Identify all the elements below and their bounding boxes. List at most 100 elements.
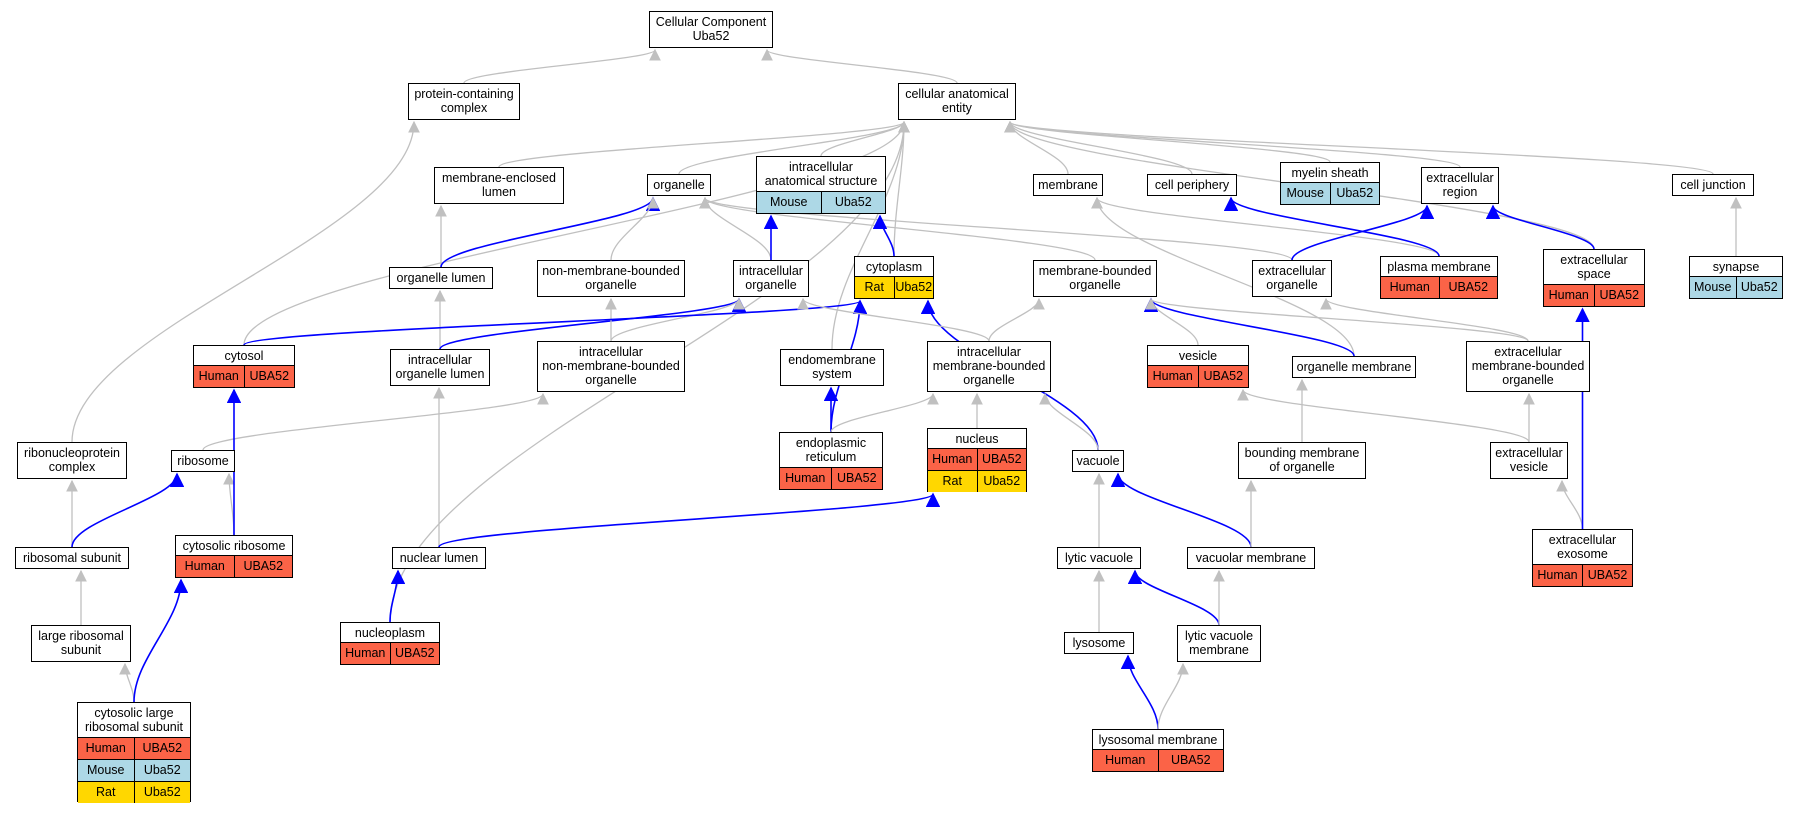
term-bmo[interactable]: bounding membrane of organelle — [1238, 442, 1366, 479]
term-embo[interactable]: extracellular membrane-bounded organelle — [1466, 341, 1590, 392]
species-cell: Mouse — [769, 195, 808, 209]
species-cell: Human — [1152, 369, 1193, 383]
edge-is_a-rnp-to-pcc — [71, 120, 420, 443]
term-rnp[interactable]: ribonucleoprotein complex — [17, 442, 127, 479]
term-label: extracellular space — [1560, 253, 1628, 281]
term-cae[interactable]: cellular anatomical entity — [898, 83, 1016, 120]
edge-is_a-ribosome-to-inmbo — [202, 392, 549, 451]
term-lytvac[interactable]: lytic vacuole — [1057, 547, 1141, 569]
term-label: synapse — [1712, 259, 1760, 274]
term-celljunc[interactable]: cell junction — [1672, 174, 1754, 196]
species-cell: Human — [1105, 753, 1146, 767]
term-label: ribosomal subunit — [23, 550, 121, 565]
edge-part_of-extspace-to-extreg — [1485, 204, 1595, 250]
gene-cell: Uba52 — [1329, 183, 1380, 204]
gene-cell: UBA52 — [243, 366, 295, 387]
edge-is_a-myelin-to-cae — [1004, 120, 1331, 163]
gene-cell: UBA52 — [233, 556, 293, 577]
term-endomem[interactable]: endomembrane system — [780, 349, 884, 386]
term-membrane[interactable]: membrane — [1033, 174, 1103, 196]
term-nuclumen[interactable]: nuclear lumen — [392, 547, 486, 569]
edge-is_a-cae-to-root — [761, 48, 958, 84]
term-nmbo[interactable]: non-membrane-bounded organelle — [537, 260, 685, 297]
term-orgmem[interactable]: organelle membrane — [1292, 356, 1416, 378]
term-root[interactable]: Cellular Component Uba52 — [649, 11, 773, 48]
edge-part_of-nucleoplasm-to-nuclumen — [389, 569, 406, 623]
term-label: vesicle — [1178, 348, 1218, 363]
term-intorg[interactable]: intracellular organelle — [733, 260, 809, 297]
term-lvm[interactable]: lytic vacuole membrane — [1177, 625, 1261, 662]
term-label: ribosome — [177, 453, 229, 468]
species-cell: Human — [1537, 568, 1578, 582]
term-lrs[interactable]: large ribosomal subunit — [31, 625, 131, 662]
edge-part_of-extorg-to-extreg — [1291, 204, 1435, 261]
edge-is_a-exosome-to-extves — [1556, 479, 1584, 530]
edge-is_a-extves-to-vesicle — [1237, 388, 1530, 443]
term-label: extracellular region — [1426, 171, 1494, 199]
species-cell: Rat — [864, 280, 884, 294]
edge-is_a-pcc-to-root — [463, 48, 661, 84]
term-inmbo[interactable]: intracellular non-membrane-bounded organ… — [537, 341, 685, 392]
term-label: cytoplasm — [865, 259, 923, 274]
term-iol[interactable]: intracellular organelle lumen — [390, 349, 490, 386]
edge-part_of-vacmem-to-vacuole — [1110, 472, 1252, 548]
species-cell: Rat — [942, 474, 962, 488]
edge-part_of-cytoplasm-to-ias — [872, 214, 895, 257]
term-vacuole[interactable]: vacuole — [1072, 450, 1124, 472]
term-label: membrane-bounded organelle — [1038, 264, 1152, 292]
term-label: non-membrane-bounded organelle — [542, 264, 680, 292]
term-label: Cellular Component Uba52 — [655, 15, 767, 43]
term-pcc[interactable]: protein-containing complex — [408, 83, 520, 120]
species-cell: Mouse — [1693, 280, 1732, 294]
edge-part_of-cytosol-to-cytoplasm — [243, 299, 867, 346]
term-mbo[interactable]: membrane-bounded organelle — [1033, 260, 1157, 297]
edge-is_a-er-to-imbo — [830, 392, 939, 433]
term-label: membrane — [1038, 177, 1098, 192]
term-extorg[interactable]: extracellular organelle — [1252, 260, 1332, 297]
edge-part_of-lvm-to-lytvac — [1127, 569, 1220, 626]
term-label: bounding membrane of organelle — [1244, 446, 1360, 474]
term-organelle[interactable]: organelle — [647, 174, 711, 196]
term-label: vacuolar membrane — [1195, 550, 1307, 565]
term-lysosome[interactable]: lysosome — [1064, 632, 1134, 654]
term-ribsub[interactable]: ribosomal subunit — [15, 547, 129, 569]
term-orglumen[interactable]: organelle lumen — [389, 267, 493, 289]
term-vacmem[interactable]: vacuolar membrane — [1187, 547, 1315, 569]
species-cell: Human — [85, 741, 126, 755]
term-mel[interactable]: membrane-enclosed lumen — [434, 167, 564, 204]
edge-part_of-orglumen-to-organelle — [440, 196, 661, 268]
term-imbo[interactable]: intracellular membrane-bounded organelle — [927, 341, 1051, 392]
term-ribosome[interactable]: ribosome — [171, 450, 235, 472]
term-extves[interactable]: extracellular vesicle — [1490, 442, 1568, 479]
gene-cell: UBA52 — [1197, 366, 1249, 387]
edge-is_a-imbo-to-mbo — [988, 297, 1045, 342]
term-extreg[interactable]: extracellular region — [1421, 167, 1499, 204]
term-label: organelle — [653, 177, 705, 192]
term-cellper[interactable]: cell periphery — [1147, 174, 1237, 196]
species-cell: Human — [184, 559, 225, 573]
gene-cell: Uba52 — [893, 277, 934, 298]
